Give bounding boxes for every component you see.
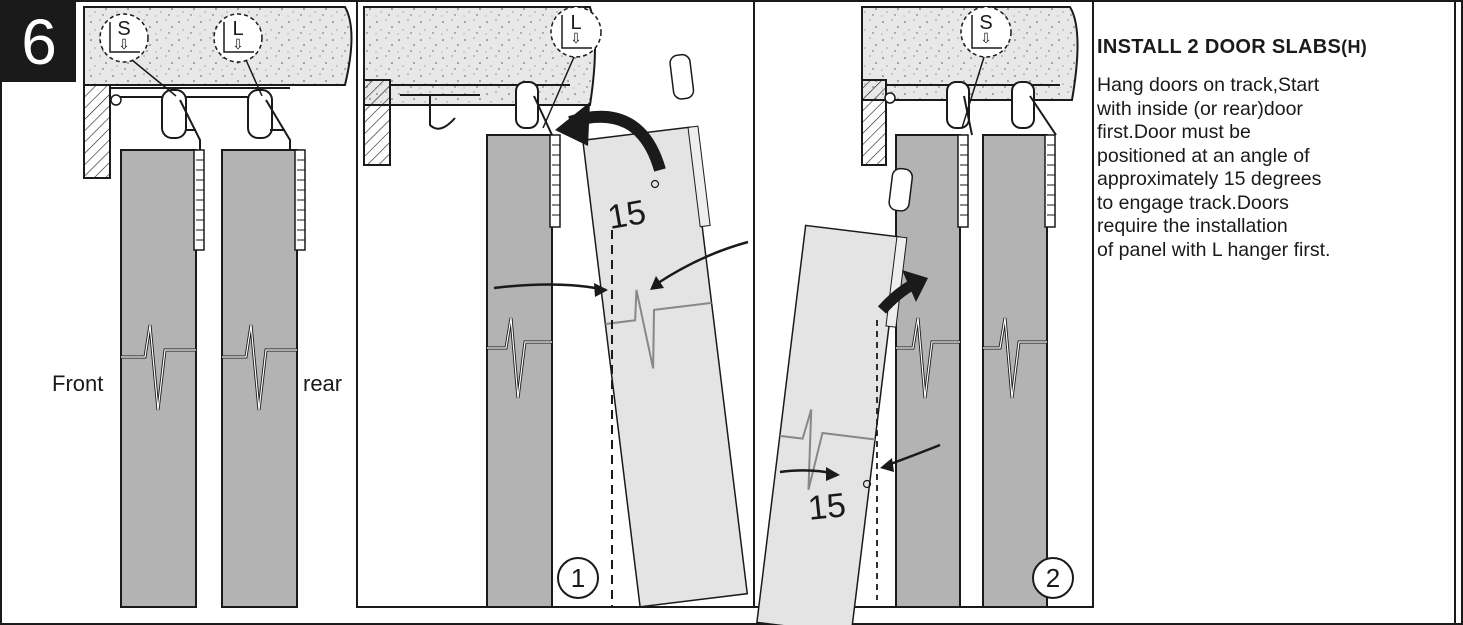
step-1-marker	[557, 557, 599, 599]
door-installed-step1	[486, 134, 553, 608]
title-text: INSTALL 2 DOOR SLABS	[1097, 36, 1342, 58]
hanger-label-s: S	[117, 18, 131, 40]
hanger-arrow-icon: ⇩	[980, 30, 992, 46]
instruction-line: to engage track.Doors	[1097, 191, 1289, 214]
roller-rear	[247, 89, 273, 139]
steps-panel-border	[356, 0, 1094, 608]
wall-section-step1	[363, 79, 391, 166]
sub-step-number-2: 2	[1045, 563, 1061, 593]
callout-s	[99, 13, 149, 63]
track	[110, 87, 290, 98]
instruction-title: INSTALL 2 DOOR SLABS(H)	[1097, 36, 1367, 59]
step-2-marker	[1032, 557, 1074, 599]
door-tilted-step2	[756, 224, 901, 625]
label-front: Front	[52, 371, 104, 396]
angle-label-step1: 15	[604, 193, 649, 238]
label-rear: rear	[303, 371, 343, 396]
instruction-line: positioned at an angle of	[1097, 144, 1310, 167]
wall-section	[83, 84, 111, 179]
roller-step1	[515, 81, 539, 129]
angle-label-step2: 15	[806, 486, 848, 528]
ceiling-header-step2	[861, 6, 1079, 101]
panel-step-2	[756, 6, 1079, 625]
wall-section-step2	[861, 79, 887, 166]
instruction-line: require the installation	[1097, 215, 1288, 237]
hanger-label-l-step1: L	[570, 12, 582, 34]
hanger-arrow-icon: ⇩	[232, 36, 244, 52]
panel-front-rear	[83, 6, 353, 608]
instruction-line: with inside (or rear)door	[1097, 97, 1303, 120]
hanger-label-l: L	[232, 18, 244, 40]
title-suffix: (H)	[1341, 37, 1368, 57]
instruction-text: Hang doors on track,Start with inside (o…	[1097, 74, 1437, 262]
hanger-label-s-step2: S	[979, 12, 993, 34]
door-front	[120, 149, 197, 608]
instruction-line: Hang doors on track,Start	[1097, 74, 1320, 96]
instruction-line: of panel with L hanger first.	[1097, 238, 1331, 261]
door-rear	[221, 149, 298, 608]
ceiling-header-step1	[363, 6, 596, 106]
roller-front	[161, 89, 187, 139]
panel-step-1	[363, 6, 749, 608]
callout-l	[213, 13, 263, 63]
instruction-line: first.Door must be	[1097, 121, 1251, 143]
hanger-arrow-icon: ⇩	[570, 30, 582, 46]
instruction-line: approximately 15 degrees	[1097, 168, 1322, 190]
step-number-badge: 6	[2, 2, 76, 82]
hanger-arrow-icon: ⇩	[118, 36, 130, 52]
sub-step-number-1: 1	[570, 563, 586, 593]
